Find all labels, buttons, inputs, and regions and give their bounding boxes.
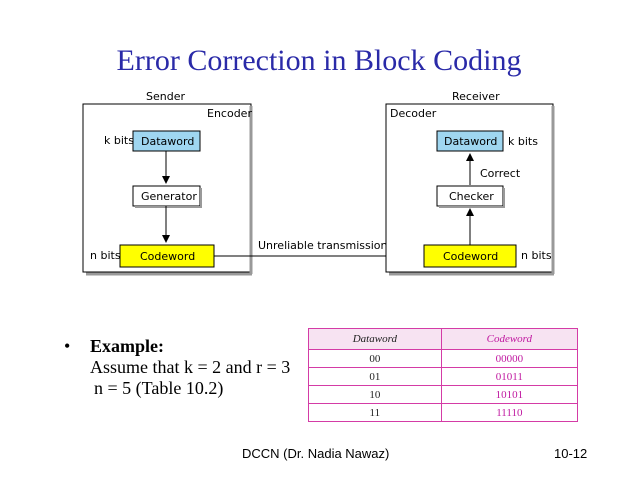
sender-label: Sender <box>146 90 185 103</box>
receiver-dataword-box <box>436 130 504 152</box>
block-coding-diagram: Sender Encoder k bits Dataword Generator… <box>82 90 555 276</box>
table-row: 11 11110 <box>308 403 579 422</box>
receiver-codeword-label: Codeword <box>443 250 498 263</box>
example-block: • Example: Assume that k = 2 and r = 3 n… <box>64 336 290 399</box>
receiver-k-bits: k bits <box>508 135 538 148</box>
correct-label: Correct <box>480 167 521 180</box>
sender-k-bits: k bits <box>104 134 134 147</box>
header-dataword: Dataword <box>308 328 442 350</box>
encoder-label: Encoder <box>207 107 252 120</box>
table-row: 10 10101 <box>308 385 579 404</box>
channel-label: Unreliable transmission <box>258 239 388 252</box>
example-line-2: n = 5 (Table 10.2) <box>94 378 224 398</box>
codeword-table: Dataword Codeword 00 00000 01 01011 10 1… <box>308 328 579 422</box>
table-header-row: Dataword Codeword <box>308 328 579 350</box>
codeword-cell: 01011 <box>440 367 579 386</box>
slide-title: Error Correction in Block Coding <box>116 44 522 77</box>
dataword-cell: 10 <box>308 385 442 404</box>
table-row: 00 00000 <box>308 349 579 368</box>
receiver-codeword-box <box>423 244 517 268</box>
example-heading: Example: <box>90 336 164 356</box>
receiver-dataword-label: Dataword <box>444 135 497 148</box>
footer-author: DCCN (Dr. Nadia Nawaz) <box>242 446 390 461</box>
sender-dataword-label: Dataword <box>141 135 194 148</box>
decoder-label: Decoder <box>390 107 437 120</box>
dataword-cell: 01 <box>308 367 442 386</box>
receiver-label: Receiver <box>452 90 500 103</box>
receiver-n-bits: n bits <box>521 249 552 262</box>
codeword-cell: 11110 <box>440 403 579 422</box>
sender-n-bits: n bits <box>90 249 121 262</box>
footer-page-number: 10-12 <box>554 446 588 461</box>
dataword-cell: 00 <box>308 349 442 368</box>
dataword-cell: 11 <box>308 403 442 422</box>
codeword-cell: 00000 <box>440 349 579 368</box>
checker-label: Checker <box>449 190 494 203</box>
header-codeword: Codeword <box>440 328 579 350</box>
generator-label: Generator <box>141 190 197 203</box>
sender-codeword-label: Codeword <box>140 250 195 263</box>
codeword-cell: 10101 <box>440 385 579 404</box>
table-row: 01 01011 <box>308 367 579 386</box>
example-line-1: Assume that k = 2 and r = 3 <box>90 357 291 377</box>
bullet-point: • <box>64 336 71 356</box>
